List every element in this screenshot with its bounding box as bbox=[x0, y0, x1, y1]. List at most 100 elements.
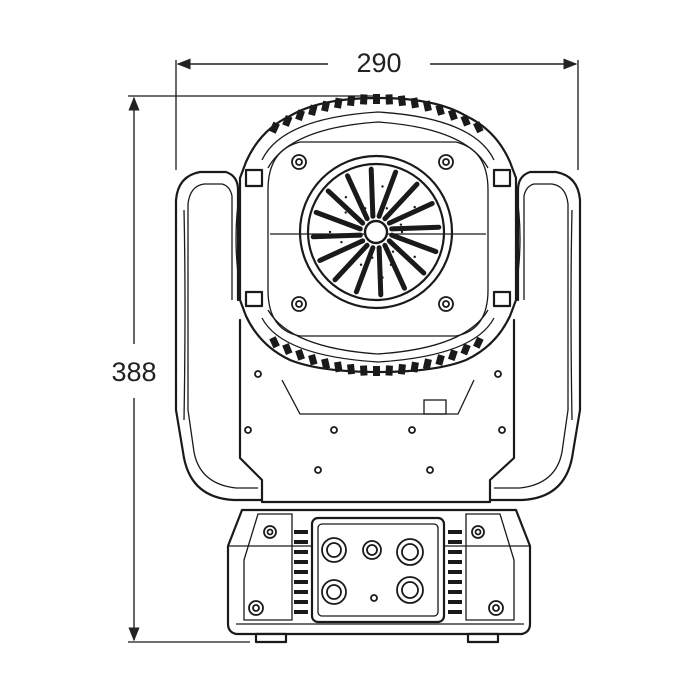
vent-slot bbox=[294, 590, 308, 594]
cooling-fin bbox=[397, 363, 406, 375]
cooling-fin bbox=[373, 366, 380, 376]
base-left-panel bbox=[243, 513, 293, 621]
base-right-panel bbox=[465, 513, 515, 621]
lens-outer-ring bbox=[298, 154, 454, 310]
dmx-in-connector-core-icon bbox=[326, 542, 342, 558]
lens-rib bbox=[368, 166, 376, 219]
head-corner-tab bbox=[492, 168, 512, 188]
lens-dot bbox=[352, 244, 356, 248]
cooling-fin bbox=[360, 94, 368, 105]
lens-rib bbox=[382, 181, 420, 222]
screw-icon bbox=[370, 594, 378, 602]
lens-dot bbox=[371, 256, 374, 259]
cooling-fin bbox=[308, 353, 318, 366]
head-corner-tab bbox=[244, 168, 264, 188]
lens-dot bbox=[328, 230, 332, 234]
lens-rib bbox=[382, 242, 407, 291]
cooling-fin bbox=[321, 100, 331, 112]
base-foot bbox=[466, 632, 500, 644]
width-dimension-label: 290 bbox=[356, 48, 401, 78]
head-top-band bbox=[261, 111, 495, 161]
lens-dot bbox=[409, 240, 412, 244]
cooling-fin bbox=[410, 361, 419, 373]
dmx-out-connector-core-icon bbox=[326, 584, 342, 600]
cooling-fin bbox=[334, 361, 343, 373]
lens-rib bbox=[310, 232, 363, 240]
cooling-fin bbox=[410, 97, 419, 109]
cooling-fin bbox=[269, 121, 280, 134]
head-front-face bbox=[267, 141, 489, 337]
vent-slot bbox=[294, 530, 308, 534]
screw-icon bbox=[442, 300, 450, 308]
lens-rib bbox=[389, 224, 442, 232]
vent-slot bbox=[294, 550, 308, 554]
lens-dot bbox=[400, 230, 404, 234]
yoke-right-arm-edge bbox=[570, 209, 573, 421]
screw-icon bbox=[330, 426, 338, 434]
lens-dot bbox=[385, 207, 389, 210]
cooling-fin bbox=[473, 336, 484, 349]
cooling-fin bbox=[422, 100, 432, 112]
screw-icon bbox=[252, 604, 260, 612]
lens-rib bbox=[389, 232, 439, 255]
lens-dot bbox=[413, 205, 416, 209]
lens-rib bbox=[353, 245, 376, 295]
lens-dot bbox=[344, 265, 348, 268]
yoke-right-arm bbox=[488, 170, 582, 502]
head-right-side bbox=[515, 189, 521, 289]
cooling-fin bbox=[269, 336, 280, 349]
lens-dot bbox=[391, 250, 395, 253]
screw-icon bbox=[494, 370, 502, 378]
cooling-fin bbox=[460, 343, 471, 356]
lens-rib bbox=[325, 188, 366, 226]
yoke-plate-tab bbox=[423, 399, 447, 415]
cooling-fin bbox=[360, 365, 368, 376]
lens-dot bbox=[369, 195, 373, 198]
head-bottom-band bbox=[261, 317, 495, 363]
cooling-fin bbox=[397, 95, 406, 107]
connector-panel bbox=[310, 516, 446, 624]
yoke-plate-fold bbox=[281, 379, 475, 415]
head bbox=[235, 96, 521, 374]
screw-icon bbox=[266, 528, 274, 536]
cooling-fin bbox=[334, 97, 343, 109]
vent-slot bbox=[448, 560, 462, 564]
screw-icon bbox=[492, 604, 500, 612]
cooling-fin bbox=[295, 348, 306, 361]
lens-dot bbox=[359, 263, 363, 266]
lens-rib bbox=[317, 238, 366, 263]
cooling-fin bbox=[385, 365, 393, 376]
vent-slot bbox=[448, 590, 462, 594]
lens-rib bbox=[376, 169, 399, 219]
width-dimension: 290 bbox=[175, 48, 579, 170]
vent-slot bbox=[448, 550, 462, 554]
cooling-fin bbox=[435, 354, 445, 366]
screw-icon bbox=[254, 370, 262, 378]
screw-icon bbox=[314, 466, 322, 474]
cooling-fin bbox=[373, 94, 380, 104]
base-foot bbox=[254, 632, 288, 644]
power-out-connector-core-icon bbox=[401, 581, 419, 599]
head-corner-tab bbox=[244, 290, 264, 308]
screw-icon bbox=[295, 300, 303, 308]
yoke-left-arm-edge bbox=[183, 209, 186, 421]
screw-icon bbox=[426, 466, 434, 474]
cooling-fin bbox=[295, 109, 306, 122]
head-screws bbox=[291, 154, 454, 312]
cooling-fin bbox=[473, 121, 484, 134]
cooling-fin bbox=[435, 104, 445, 116]
vent-slot bbox=[448, 600, 462, 604]
base bbox=[226, 508, 532, 644]
lens-dot bbox=[413, 255, 416, 259]
lens-inner-ring bbox=[306, 162, 446, 302]
vent-slot bbox=[294, 580, 308, 584]
vent-slot bbox=[448, 570, 462, 574]
vent-slot bbox=[294, 600, 308, 604]
screw-icon bbox=[244, 426, 252, 434]
lens-dot bbox=[363, 207, 367, 210]
head-left-side bbox=[235, 189, 241, 289]
height-dimension: 388 bbox=[111, 95, 378, 643]
lens-rib bbox=[376, 245, 384, 298]
power-in-connector-core-icon bbox=[401, 543, 419, 561]
